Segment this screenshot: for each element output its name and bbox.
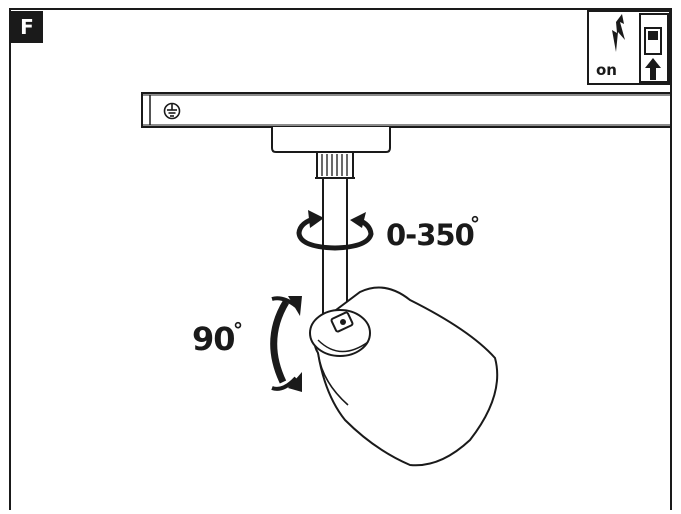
ground-symbol-icon <box>163 102 181 120</box>
circuit-breaker-icon <box>639 13 669 83</box>
spotlight-head <box>309 286 499 467</box>
vertical-degree-symbol: ° <box>233 318 243 342</box>
horizontal-degree-symbol: ° <box>470 212 480 236</box>
step-letter: F <box>20 15 34 39</box>
step-badge <box>11 11 43 43</box>
panel-frame <box>9 8 672 510</box>
breaker-on-label: on <box>596 61 617 79</box>
voltage-lightning-icon <box>612 14 625 52</box>
horizontal-rotation-label: 0-350 <box>386 218 475 252</box>
rotate-arrow-icon <box>296 210 374 251</box>
tilt-arrow-icon <box>270 296 302 392</box>
breaker-inset <box>587 10 671 85</box>
vertical-rotation-label: 90 <box>192 320 236 358</box>
track-rail <box>141 92 672 128</box>
knurled-nut <box>315 151 355 179</box>
track-adapter <box>271 127 391 153</box>
